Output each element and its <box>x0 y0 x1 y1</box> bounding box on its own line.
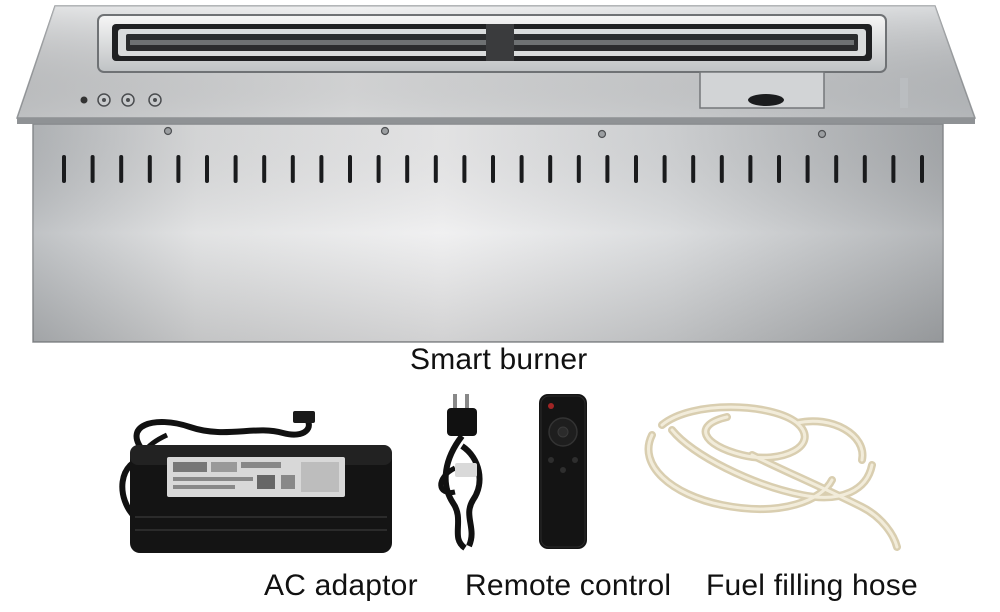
refill-lid <box>699 71 908 109</box>
front-screws <box>163 126 827 139</box>
vent-slot <box>691 155 696 183</box>
power-cord-icon <box>425 388 505 553</box>
vent-slot <box>290 155 295 183</box>
vent-slot <box>205 155 209 183</box>
remote-control-icon <box>535 392 591 552</box>
vent-slots <box>62 155 924 183</box>
remote-control-label: Remote control <box>465 569 672 602</box>
vent-slot <box>147 155 152 183</box>
vent-slot <box>90 155 95 183</box>
smart-burner-image <box>15 5 977 343</box>
vent-slot <box>576 155 581 183</box>
smart-burner-label: Smart burner <box>410 343 588 376</box>
vent-slot <box>748 155 753 183</box>
vent-slot <box>777 155 781 183</box>
vent-slot <box>519 155 524 183</box>
control-buttons <box>80 93 162 107</box>
vent-slot <box>834 155 839 183</box>
vent-slot <box>634 155 638 183</box>
smart-burner-illustration <box>15 5 977 343</box>
ac-adaptor-label: AC adaptor <box>264 569 418 602</box>
vent-slot <box>719 155 724 183</box>
vent-slot <box>862 155 867 183</box>
vent-slot <box>891 155 896 183</box>
vent-slot <box>233 155 238 183</box>
vent-slot <box>920 155 924 183</box>
vent-slot <box>348 155 352 183</box>
vent-slot <box>605 155 610 183</box>
vent-slot <box>405 155 410 183</box>
vent-slot <box>491 155 495 183</box>
vent-slot <box>319 155 324 183</box>
vent-slot <box>662 155 667 183</box>
vent-slot <box>262 155 267 183</box>
vent-slot <box>462 155 467 183</box>
vent-slot <box>119 155 124 183</box>
fuel-hose-icon <box>632 395 912 555</box>
vent-slot <box>376 155 381 183</box>
vent-slot <box>176 155 181 183</box>
vent-slot <box>548 155 553 183</box>
vent-slot <box>62 155 66 183</box>
vent-slot <box>805 155 810 183</box>
vent-slot <box>433 155 438 183</box>
fuel-hose-label: Fuel filling hose <box>706 569 918 602</box>
ac-adaptor-icon <box>105 405 400 560</box>
